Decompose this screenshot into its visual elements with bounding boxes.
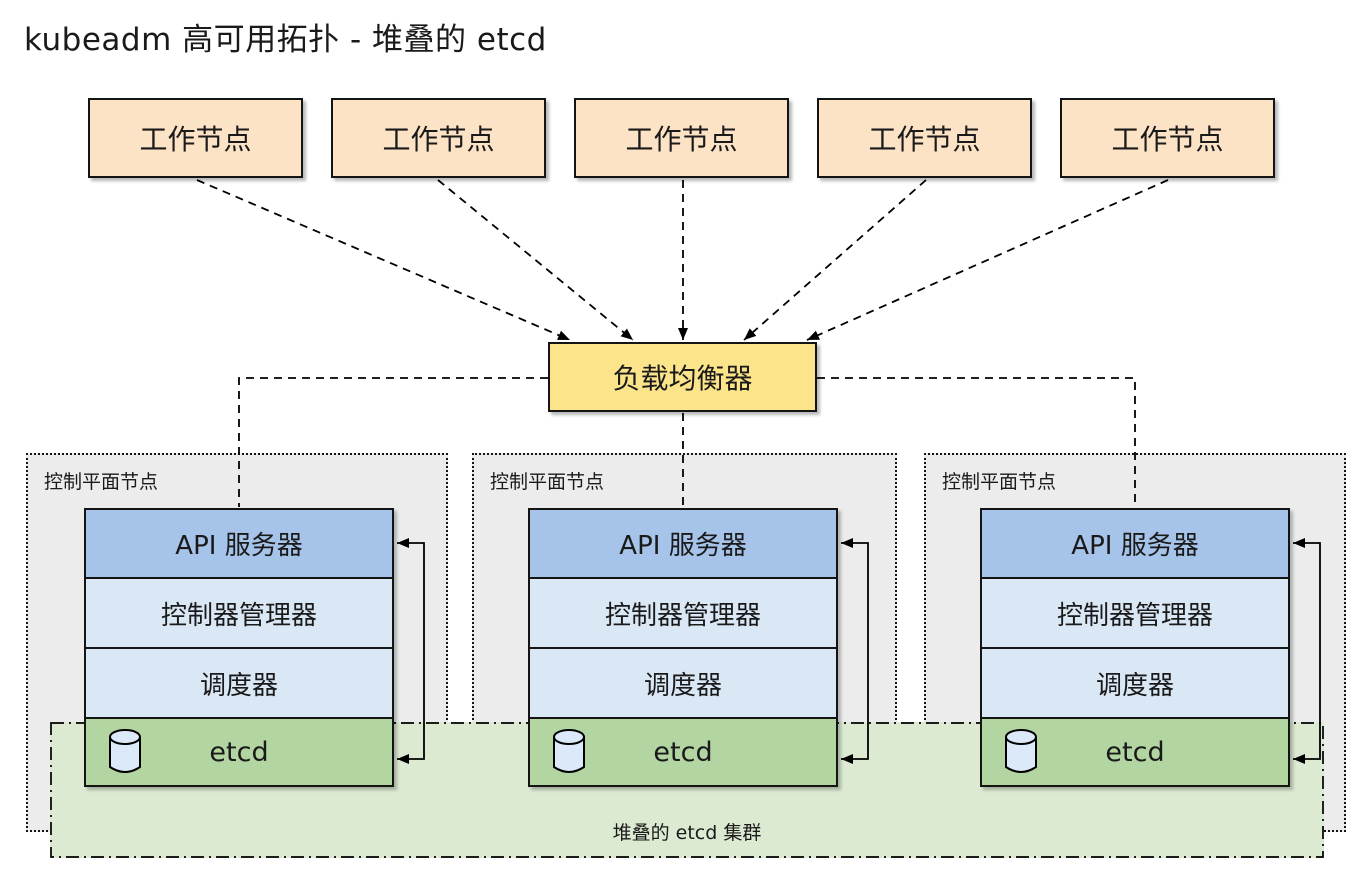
load-balancer-label: 负载均衡器 (612, 362, 753, 395)
scheduler-label: 调度器 (199, 670, 278, 701)
database-cylinder-icon (1004, 728, 1038, 776)
scheduler-box: 调度器 (84, 647, 394, 719)
worker-node: 工作节点 (331, 98, 546, 178)
database-cylinder-icon (108, 728, 142, 776)
worker-node: 工作节点 (88, 98, 303, 178)
etcd-label: etcd (209, 736, 269, 768)
api-server-box: API 服务器 (84, 508, 394, 579)
database-cylinder-icon (552, 728, 586, 776)
worker-node: 工作节点 (1060, 98, 1275, 178)
api-server-label: API 服务器 (619, 531, 747, 561)
etcd-box: etcd (84, 717, 394, 787)
etcd-cluster-label: 堆叠的 etcd 集群 (612, 822, 762, 844)
scheduler-label: 调度器 (1095, 670, 1174, 701)
scheduler-label: 调度器 (643, 670, 722, 701)
controller-manager-box: 控制器管理器 (528, 577, 838, 649)
control-plane-label: 控制平面节点 (942, 471, 1057, 493)
control-plane-stack-2: API 服务器 控制器管理器 调度器 etcd (528, 508, 838, 787)
etcd-label: etcd (653, 736, 713, 768)
api-server-box: API 服务器 (980, 508, 1290, 579)
scheduler-box: 调度器 (980, 647, 1290, 719)
controller-manager-label: 控制器管理器 (604, 600, 761, 631)
control-plane-stack-1: API 服务器 控制器管理器 调度器 etcd (84, 508, 394, 787)
control-plane-label: 控制平面节点 (44, 471, 159, 493)
control-plane-label: 控制平面节点 (490, 471, 605, 493)
worker-node: 工作节点 (817, 98, 1032, 178)
etcd-label: etcd (1105, 736, 1165, 768)
worker-node-label: 工作节点 (868, 123, 981, 156)
controller-manager-label: 控制器管理器 (1056, 600, 1213, 631)
worker-node-label: 工作节点 (139, 123, 252, 156)
worker-to-loadbalancer-arrows (196, 179, 1169, 341)
api-server-label: API 服务器 (1071, 531, 1199, 561)
controller-manager-label: 控制器管理器 (160, 600, 317, 631)
worker-node-label: 工作节点 (1111, 123, 1224, 156)
diagram-title: kubeadm 高可用拓扑 - 堆叠的 etcd (24, 22, 547, 58)
worker-node-label: 工作节点 (625, 123, 738, 156)
api-server-box: API 服务器 (528, 508, 838, 579)
worker-node-label: 工作节点 (382, 123, 495, 156)
worker-node: 工作节点 (574, 98, 789, 178)
scheduler-box: 调度器 (528, 647, 838, 719)
etcd-box: etcd (528, 717, 838, 787)
api-server-label: API 服务器 (175, 531, 303, 561)
etcd-box: etcd (980, 717, 1290, 787)
control-plane-stack-3: API 服务器 控制器管理器 调度器 etcd (980, 508, 1290, 787)
controller-manager-box: 控制器管理器 (980, 577, 1290, 649)
load-balancer: 负载均衡器 (548, 342, 817, 412)
controller-manager-box: 控制器管理器 (84, 577, 394, 649)
